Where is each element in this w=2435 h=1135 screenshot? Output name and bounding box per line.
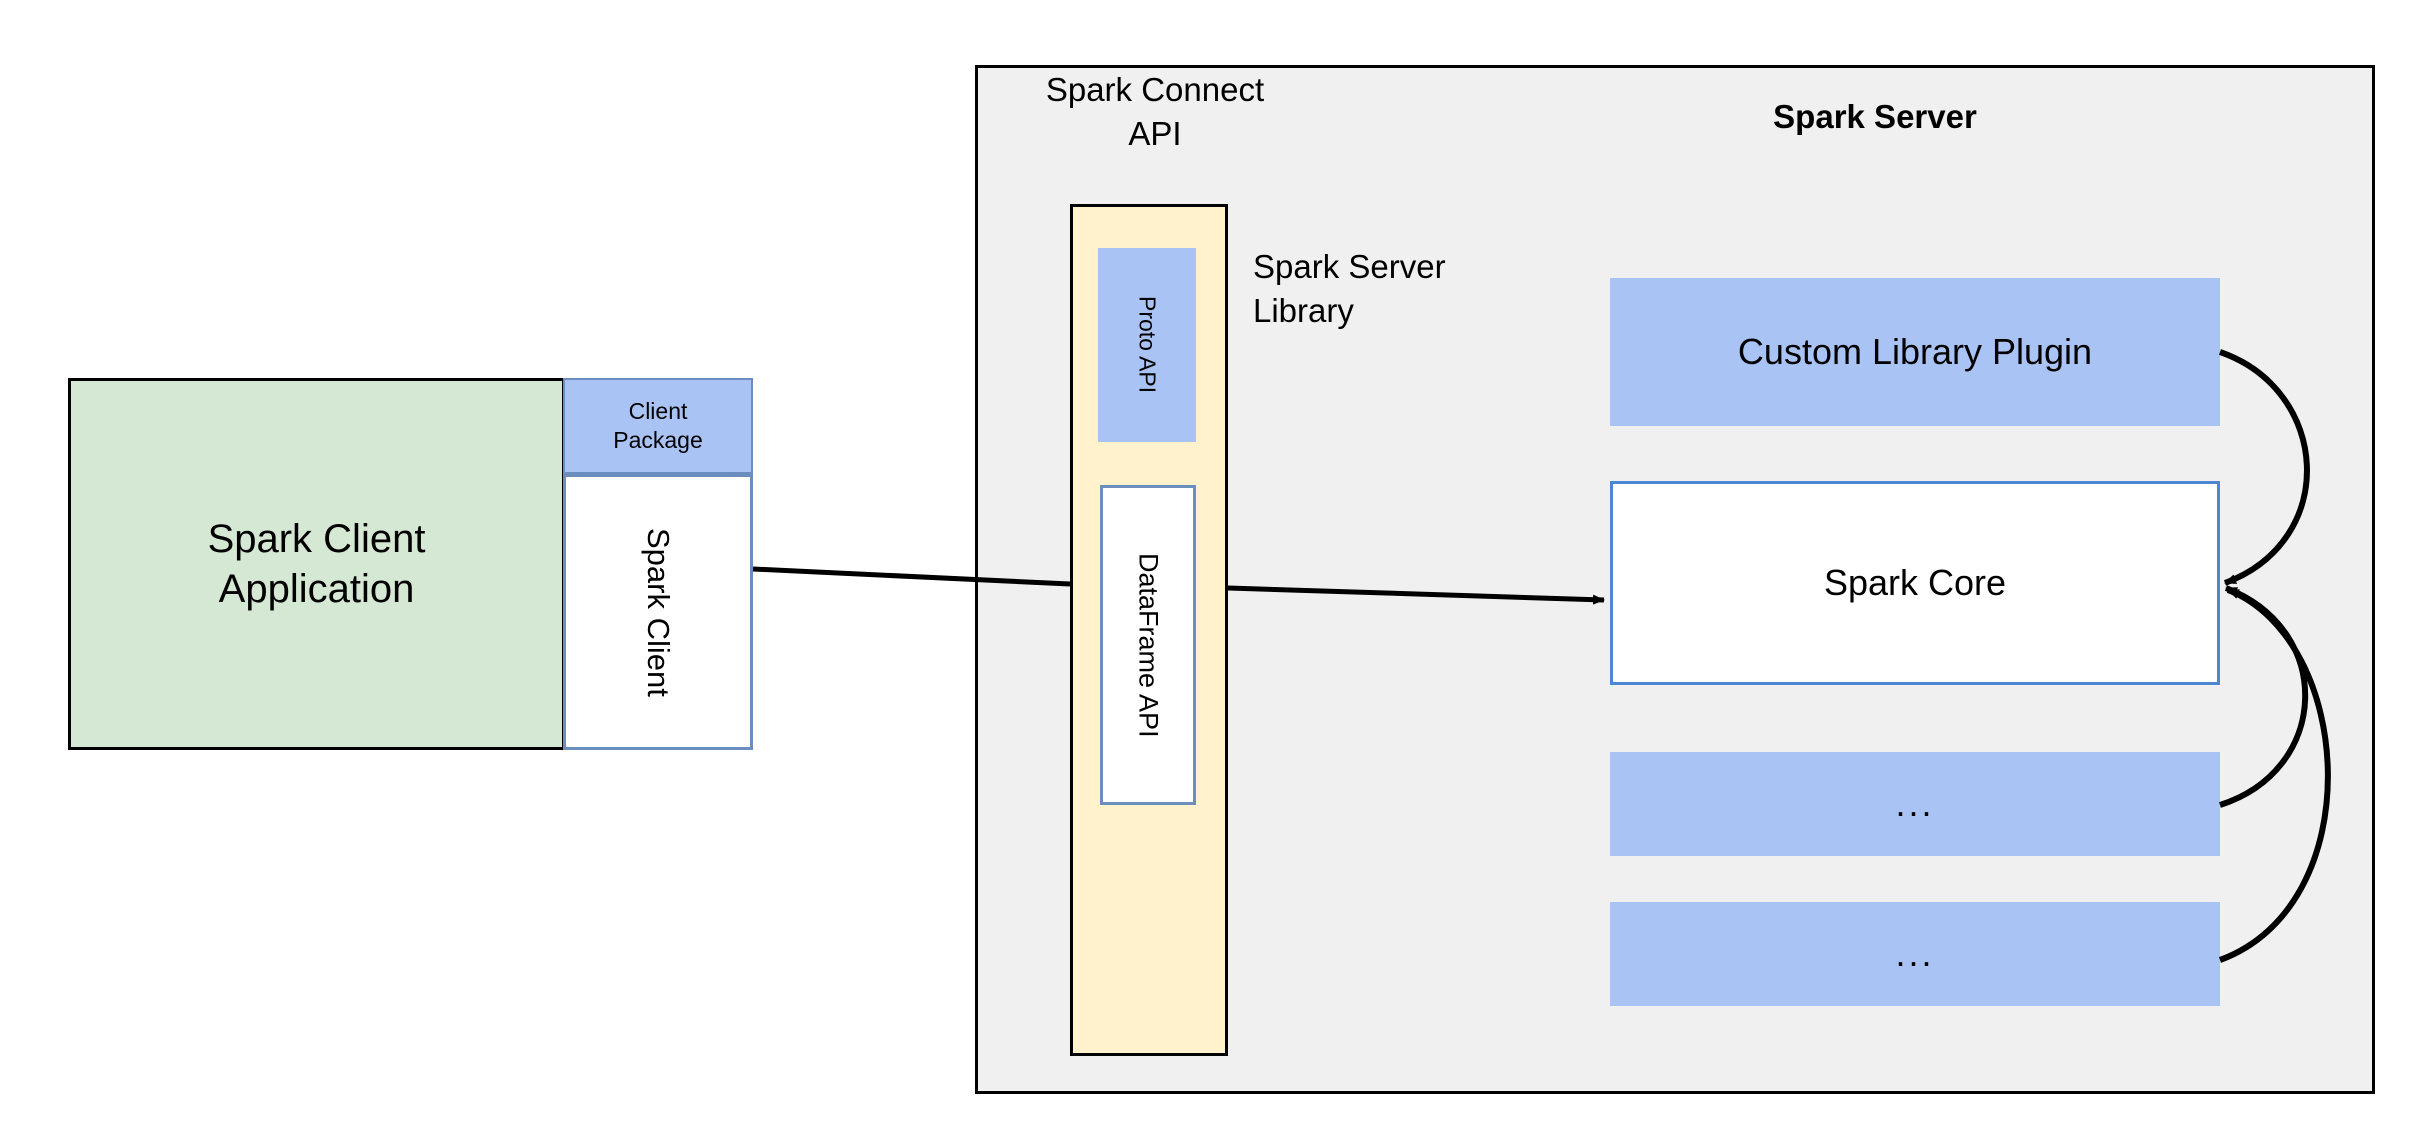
app-label-line1: Spark Client [207,517,426,561]
dataframe-api-box[interactable]: DataFrame API [1100,485,1196,805]
client-package-box[interactable]: Client Package [563,378,753,474]
client-package-line1: Client [628,398,688,425]
app-label-line2: Application [218,567,415,611]
spark-client-box[interactable]: Spark Client [563,474,753,750]
connect-api-line1: Spark Connect [1045,71,1265,108]
spark-server-title: Spark Server [1773,98,1977,135]
custom-library-plugin-label: Custom Library Plugin [1737,331,2093,372]
client-package-line2: Package [613,427,703,453]
spark-client-label: Spark Client [641,527,676,697]
proto-api-box[interactable]: Proto API [1098,248,1196,442]
proto-api-label: Proto API [1134,296,1161,394]
spark-core-label: Spark Core [1823,562,2007,603]
dataframe-api-label: DataFrame API [1133,552,1164,738]
spark-client-application-box[interactable]: Spark Client Application [68,378,565,750]
spark-client-application-label: Spark Client Application [208,514,426,614]
server-component-placeholder-2[interactable]: ... [1610,902,2220,1006]
custom-library-plugin-box[interactable]: Custom Library Plugin [1610,278,2220,426]
spark-connect-api-label: Spark Connect API [1010,68,1300,155]
server-library-line1: Spark Server [1253,248,1446,285]
client-package-label: Client Package [613,397,703,455]
placeholder-1-label: ... [1895,783,1935,824]
connect-api-line2: API [1128,114,1182,152]
spark-server-library-label: Spark Server Library [1253,245,1543,332]
server-library-line2: Library [1253,291,1354,329]
spark-core-box[interactable]: Spark Core [1610,481,2220,685]
placeholder-2-label: ... [1895,933,1935,974]
server-component-placeholder-1[interactable]: ... [1610,752,2220,856]
